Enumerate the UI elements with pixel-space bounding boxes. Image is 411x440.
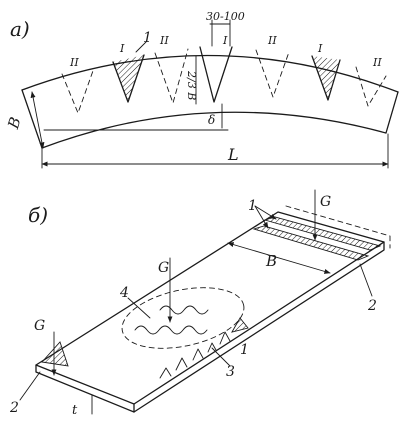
row-label-5: II xyxy=(267,34,277,47)
dim-b-line xyxy=(30,91,45,149)
gap-range-label: 30-100 xyxy=(206,10,245,23)
beam-top-edge xyxy=(21,54,399,93)
notch-dashed-2 xyxy=(154,48,189,104)
plate-top-face xyxy=(35,211,385,405)
dim-l-label: L xyxy=(227,145,239,164)
callout-1-c: 1 xyxy=(240,342,249,358)
callout-1-a: 1 xyxy=(143,30,152,46)
callout-2-left: 2 xyxy=(9,400,19,416)
plate-thickness-right xyxy=(133,241,385,413)
dim-width-line xyxy=(227,242,331,274)
row-label-1: II xyxy=(69,56,79,69)
callout-1-b-leader-a xyxy=(254,205,277,220)
callout-4-leader xyxy=(127,297,151,319)
force-label-right: G xyxy=(320,194,331,210)
notch-solid-3 xyxy=(311,55,341,101)
row-label-4: I xyxy=(222,34,228,47)
crack-zone xyxy=(121,287,245,349)
row-label-3: II xyxy=(159,34,169,47)
plate-thickness-left xyxy=(35,364,135,413)
callout-1-leader-a xyxy=(135,41,147,53)
row-label-7: I xyxy=(317,42,323,55)
part-a-label: а) xyxy=(10,17,30,41)
beam-right-end xyxy=(385,91,399,134)
dim-width-label: B xyxy=(265,252,277,270)
edge-cracks xyxy=(159,331,231,379)
callout-1-b-leader-b xyxy=(254,205,269,229)
row-label-2: I xyxy=(119,42,125,55)
notch-solid-1 xyxy=(112,54,145,103)
row-label-6: II xyxy=(372,56,382,69)
callout-3: 3 xyxy=(226,364,235,380)
part-a-diagram: а) II I II I II II I 1 30-100 xyxy=(4,10,399,169)
dashed-reinforcement-box xyxy=(285,205,391,249)
force-label-left: G xyxy=(34,318,45,334)
weld-cone-left xyxy=(41,341,69,367)
callout-2-left-leader xyxy=(19,371,41,401)
dim-b-ext-top xyxy=(21,87,29,91)
crack-line-1 xyxy=(134,325,208,335)
force-label-middle: G xyxy=(158,260,169,276)
notch-solid-2 xyxy=(199,46,233,103)
callout-2-right-leader xyxy=(359,263,373,297)
offset-label: δ xyxy=(208,113,215,127)
notch-dashed-1 xyxy=(61,67,95,114)
dim-23b-label: 2/3 В xyxy=(185,70,198,100)
weld-cone-right xyxy=(231,317,249,333)
crack-line-2 xyxy=(159,305,209,315)
dim-b-label: В xyxy=(4,115,25,132)
beam-bottom-edge xyxy=(41,111,387,149)
thickness-label: t xyxy=(72,403,78,418)
beam-left-end xyxy=(21,89,43,149)
part-b-label: б) xyxy=(28,203,48,227)
notch-dashed-4 xyxy=(355,66,387,107)
callout-4: 4 xyxy=(119,285,129,301)
callout-1-b: 1 xyxy=(248,198,257,214)
notch-dashed-3 xyxy=(255,49,290,98)
part-b-diagram: б) G 1 B 2 4 G xyxy=(9,189,391,418)
callout-2-right: 2 xyxy=(367,298,377,314)
callout-3-leader xyxy=(211,347,231,367)
